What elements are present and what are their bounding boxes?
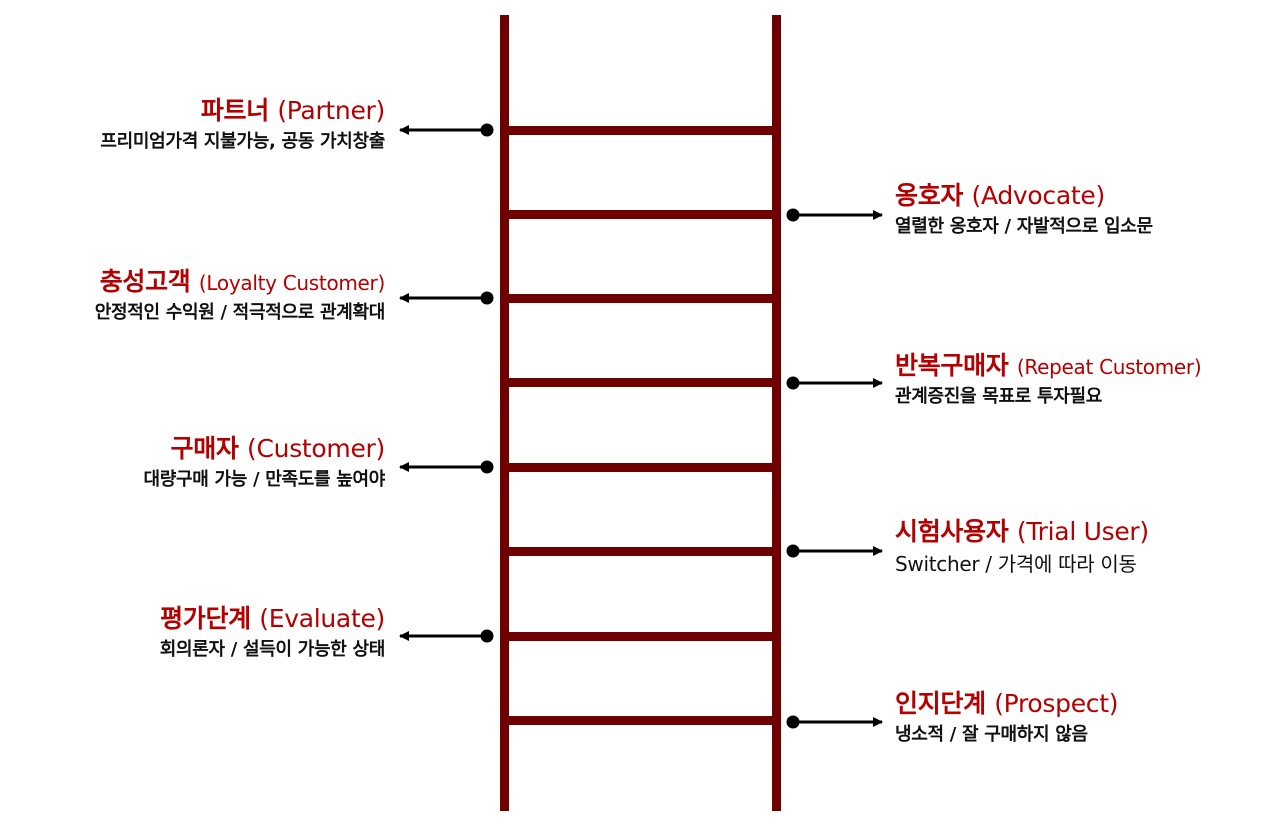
step-loyalty-customer: 충성고객 (Loyalty Customer) 안정적인 수익원 / 적극적으로… [94,267,386,323]
step-description: 프리미엄가격 지불가능, 공동 가치창출 [100,130,385,152]
title-ko: 시험사용자 [895,517,1009,546]
step-title: 파트너 (Partner) [100,96,385,126]
step-evaluate: 평가단계 (Evaluate) 회의론자 / 설득이 가능한 상태 [159,604,386,660]
title-ko: 인지단계 [895,689,986,718]
step-description: 회의론자 / 설득이 가능한 상태 [159,638,386,660]
title-en: (Partner) [277,96,385,125]
ladder-rung [500,126,781,135]
step-description: Switcher / 가격에 따라 이동 [895,551,1137,576]
title-en: (Advocate) [971,181,1106,210]
ladder-rung [500,210,781,219]
title-ko: 구매자 [170,434,239,463]
step-title: 구매자 (Customer) [143,434,386,464]
title-ko: 반복구매자 [895,351,1009,380]
title-ko: 옹호자 [895,181,964,210]
step-title: 반복구매자 (Repeat Customer) [895,351,1202,381]
step-description: 열렬한 옹호자 / 자발적으로 입소문 [895,215,1153,237]
ladder-right-rail [772,15,781,811]
step-title: 시험사용자 (Trial User) [895,517,1149,547]
title-en: (Evaluate) [259,604,385,633]
step-advocate: 옹호자 (Advocate) 열렬한 옹호자 / 자발적으로 입소문 [895,181,1153,237]
step-repeat-customer: 반복구매자 (Repeat Customer) 관계증진을 목표로 투자필요 [895,351,1202,407]
step-title: 평가단계 (Evaluate) [160,604,385,634]
title-en: (Customer) [247,434,385,463]
step-customer: 구매자 (Customer) 대량구매 가능 / 만족도를 높여야 [143,434,386,490]
ladder-rung [500,463,781,472]
step-prospect: 인지단계 (Prospect) 냉소적 / 잘 구매하지 않음 [895,689,1119,745]
title-en: (Repeat Customer) [1016,355,1202,379]
step-title: 옹호자 (Advocate) [895,181,1153,211]
step-description: 냉소적 / 잘 구매하지 않음 [895,723,1088,745]
step-partner: 파트너 (Partner) 프리미엄가격 지불가능, 공동 가치창출 [100,96,385,152]
title-en: (Loyalty Customer) [198,271,385,295]
title-en: (Trial User) [1016,517,1149,546]
step-description: 안정적인 수익원 / 적극적으로 관계확대 [94,301,386,323]
step-title: 충성고객 (Loyalty Customer) [95,267,386,297]
step-trial-user: 시험사용자 (Trial User) Switcher / 가격에 따라 이동 [895,517,1149,576]
ladder-rung [500,632,781,641]
step-description: 관계증진을 목표로 투자필요 [895,385,1103,407]
arrow-right-icon [786,208,883,729]
ladder-rung [500,547,781,556]
title-ko: 파트너 [200,96,269,125]
ladder-rung [500,294,781,303]
title-ko: 평가단계 [160,604,251,633]
arrow-left-icon [399,123,494,643]
ladder-left-rail [500,15,509,811]
title-en: (Prospect) [994,689,1119,718]
title-ko: 충성고객 [99,267,191,296]
ladder-rung [500,716,781,725]
ladder-rung [500,378,781,387]
step-description: 대량구매 가능 / 만족도를 높여야 [143,468,385,490]
step-title: 인지단계 (Prospect) [895,689,1119,719]
